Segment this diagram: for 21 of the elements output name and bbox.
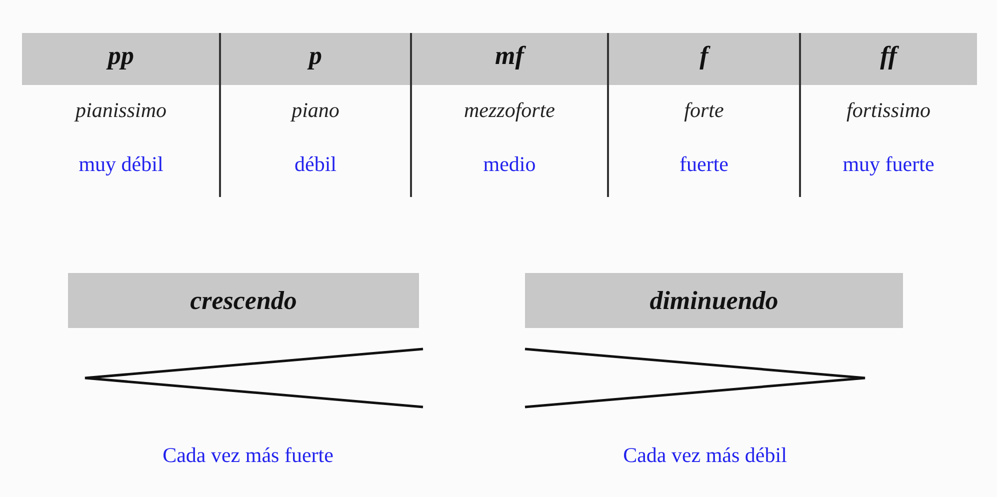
description-text: Cada vez más débil [623, 443, 787, 467]
spanish-meaning: fuerte [680, 152, 728, 176]
technique-name: diminuendo [650, 286, 778, 316]
title-bar [525, 273, 903, 328]
dynamic-mark: p [309, 41, 322, 70]
spanish-meaning: medio [483, 152, 536, 176]
italian-term: piano [292, 98, 340, 122]
italian-term: fortissimo [846, 98, 931, 122]
dynamic-mark: ff [880, 41, 897, 70]
dynamic-mark: mf [495, 41, 524, 70]
dynamic-mark: pp [108, 41, 134, 70]
title-bar [68, 273, 419, 328]
italian-term: mezzoforte [464, 98, 555, 122]
spanish-meaning: muy débil [78, 152, 164, 176]
italian-term: pianissimo [75, 98, 166, 122]
spanish-meaning: débil [294, 152, 336, 176]
technique-name: crescendo [190, 286, 297, 316]
description-text: Cada vez más fuerte [162, 443, 334, 467]
dynamic-mark: f [700, 41, 708, 70]
italian-term: forte [684, 98, 724, 122]
spanish-meaning: muy fuerte [842, 152, 934, 176]
